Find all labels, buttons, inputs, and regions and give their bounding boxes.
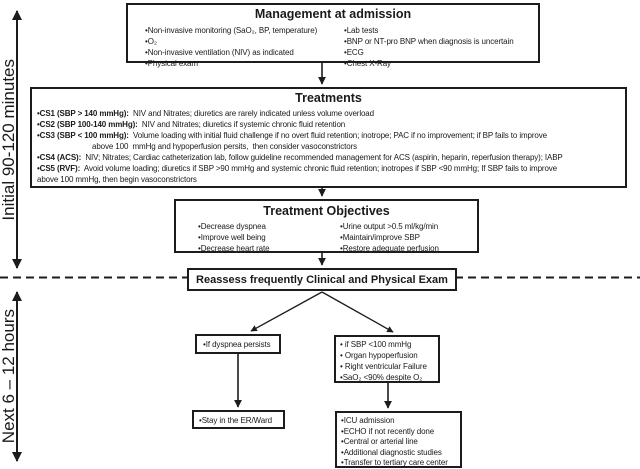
treatment-line-cs4: •CS4 (ACS): NIV; Nitrates; Cardiac cathe… (37, 153, 563, 162)
arrow-reassess-to-dyspnea (250, 291, 323, 332)
treatment-objectives-box: Treatment Objectives •Decrease dyspnea •… (174, 199, 479, 253)
list-item: •Additional diagnostic studies (341, 447, 442, 457)
timeline-label-text: Next 6 – 12 hours (0, 309, 18, 444)
list-item: •O₂ (145, 37, 157, 46)
list-item: •Transfer to tertiary care center (341, 458, 448, 467)
treatments-list: •CS1 (SBP > 140 mmHg): NIV and Nitrates;… (37, 108, 563, 185)
reassess-box: Reassess frequently Clinical and Physica… (187, 268, 457, 291)
list-item: •Decrease heart rate (198, 244, 270, 253)
treatment-line-cs5: •CS5 (RVF): Avoid volume loading; diuret… (37, 164, 557, 173)
treatment-line-cs3: •CS3 (SBP < 100 mmHg): Volume loading wi… (37, 131, 547, 140)
list-item: •If dyspnea persists (203, 340, 271, 349)
list-item: •ICU admission (341, 416, 395, 425)
treatments-box: Treatments •CS1 (SBP > 140 mmHg): NIV an… (30, 87, 627, 188)
icu-admission-box: •ICU admission •ECHO if not recently don… (335, 411, 462, 468)
timeline-label-next-6-12-hours: Next 6 – 12 hours (0, 289, 18, 464)
list-item: •Non-invasive monitoring (SaO₂, BP, temp… (145, 26, 318, 35)
list-item: • Organ hypoperfusion (340, 351, 418, 360)
list-item: • if SBP <100 mmHg (340, 340, 412, 349)
management-left-column: •Non-invasive monitoring (SaO₂, BP, temp… (145, 25, 317, 69)
management-at-admission-box: Management at admission •Non-invasive mo… (126, 3, 540, 68)
treatment-line-cs2: •CS2 (SBP 100-140 mmHg): NIV and Nitrate… (37, 120, 346, 129)
if-dyspnea-persists-box: •If dyspnea persists (195, 334, 281, 354)
list-item: •Chest X-Ray (344, 59, 391, 68)
list-item: •Urine output >0.5 ml/kg/min (340, 222, 439, 231)
objectives-box-title: Treatment Objectives (263, 204, 390, 218)
timeline-label-initial-90-120-minutes: Initial 90-120 minutes (0, 8, 18, 272)
list-item: •ECHO if not recently done (341, 426, 435, 436)
list-item: •ECG (344, 48, 364, 57)
management-right-column: •Lab tests •BNP or NT-pro BNP when diagn… (344, 25, 514, 69)
list-item: •BNP or NT-pro BNP when diagnosis is unc… (344, 37, 514, 46)
treatments-box-title: Treatments (295, 91, 362, 105)
list-item: •Improve well being (198, 233, 266, 242)
stay-in-er-ward-box: •Stay in the ER/Ward (192, 410, 285, 429)
reassess-label: Reassess frequently Clinical and Physica… (196, 273, 448, 286)
icu-criteria-box: • if SBP <100 mmHg • Organ hypoperfusion… (334, 335, 440, 383)
list-item: •Non-invasive ventilation (NIV) as indic… (145, 48, 294, 57)
list-item: •Stay in the ER/Ward (199, 416, 272, 425)
treatment-line-cs3-continued: above 100 mmHg and hypoperfusion persits… (92, 142, 358, 151)
treatment-line-cs1: •CS1 (SBP > 140 mmHg): NIV and Nitrates;… (37, 109, 374, 118)
list-item: •Decrease dyspnea (198, 222, 266, 231)
management-box-title: Management at admission (254, 7, 412, 21)
treatment-line-cs5-continued: above 100 mmHg, then begin vasoconstrict… (37, 175, 197, 184)
list-item: •SaO₂ <90% despite O₂ (340, 373, 423, 382)
arrow-reassess-to-sbp (321, 291, 394, 333)
objectives-left-column: •Decrease dyspnea •Improve well being •D… (198, 221, 270, 254)
objectives-right-column: •Urine output >0.5 ml/kg/min •Maintain/i… (340, 221, 439, 254)
timeline-label-text: Initial 90-120 minutes (0, 59, 18, 221)
list-item: •Restore adequate perfusion (340, 244, 439, 253)
list-item: •Lab tests (344, 26, 379, 35)
list-item: • Right ventricular Failure (340, 362, 427, 371)
list-item: •Physical exam (145, 59, 198, 68)
list-item: •Maintain/improve SBP (340, 233, 420, 242)
list-item: •Central or arterial line (341, 437, 418, 446)
